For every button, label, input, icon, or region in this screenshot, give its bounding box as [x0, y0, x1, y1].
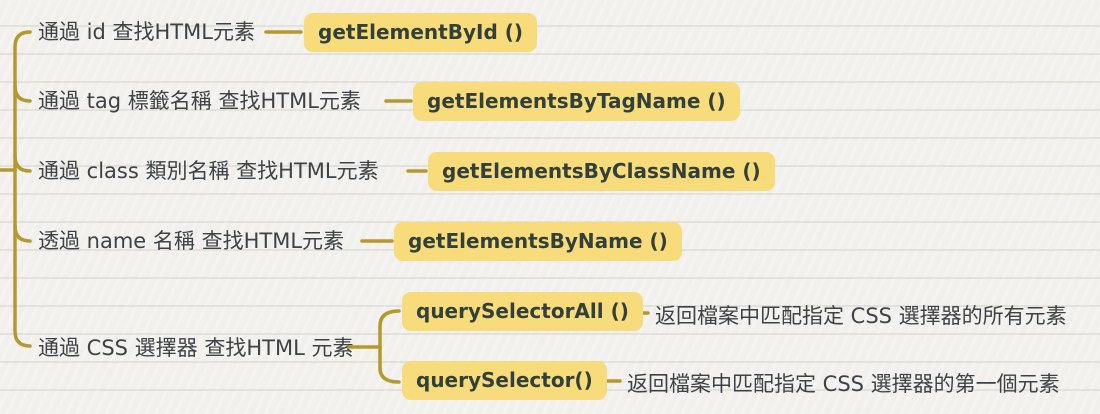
description-queryselector: 返回檔案中匹配指定 CSS 選擇器的第一個元素: [627, 372, 1060, 396]
description-queryselectorall: 返回檔案中匹配指定 CSS 選擇器的所有元素: [655, 304, 1067, 328]
branch-label-class: 通過 class 類別名稱 查找HTML元素: [38, 159, 379, 183]
branch-label-css-selector: 通過 CSS 選擇器 查找HTML 元素: [38, 336, 354, 360]
branch-curve-2: [13, 84, 32, 103]
spine-line: [13, 30, 32, 348]
method-node-getelementsbytagname: getElementsByTagName (): [413, 82, 740, 121]
method-node-queryselectorall: querySelectorAll (): [402, 292, 643, 331]
branch-label-name: 透過 name 名稱 查找HTML元素: [38, 229, 345, 253]
method-node-queryselector: querySelector(): [402, 361, 607, 400]
branch-curve-4: [13, 224, 32, 243]
method-node-getelementsbyclassname: getElementsByClassName (): [428, 152, 775, 191]
branch-label-tag: 通過 tag 標籤名稱 查找HTML元素: [38, 89, 361, 113]
branch-curve-3: [13, 154, 32, 173]
branch-label-id: 通過 id 查找HTML元素: [38, 20, 255, 44]
sub-bracket: [378, 309, 401, 384]
method-node-getelementsbyname: getElementsByName (): [394, 222, 682, 261]
method-node-getelementbyid: getElementById (): [304, 13, 538, 52]
